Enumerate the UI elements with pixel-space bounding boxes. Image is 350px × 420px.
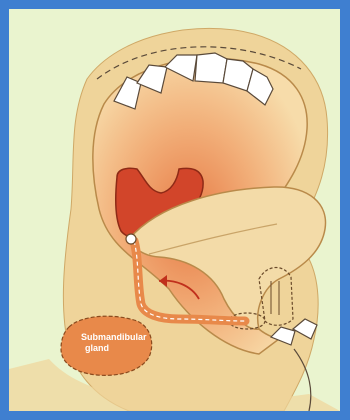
gland-label-line1: Submandibular — [81, 332, 147, 342]
duct-orifice — [126, 234, 136, 244]
diagram-panel: Submandibular gland — [9, 9, 340, 411]
gland-label-line2: gland — [85, 343, 109, 353]
mouth-anatomy-illustration: Submandibular gland — [9, 9, 340, 411]
